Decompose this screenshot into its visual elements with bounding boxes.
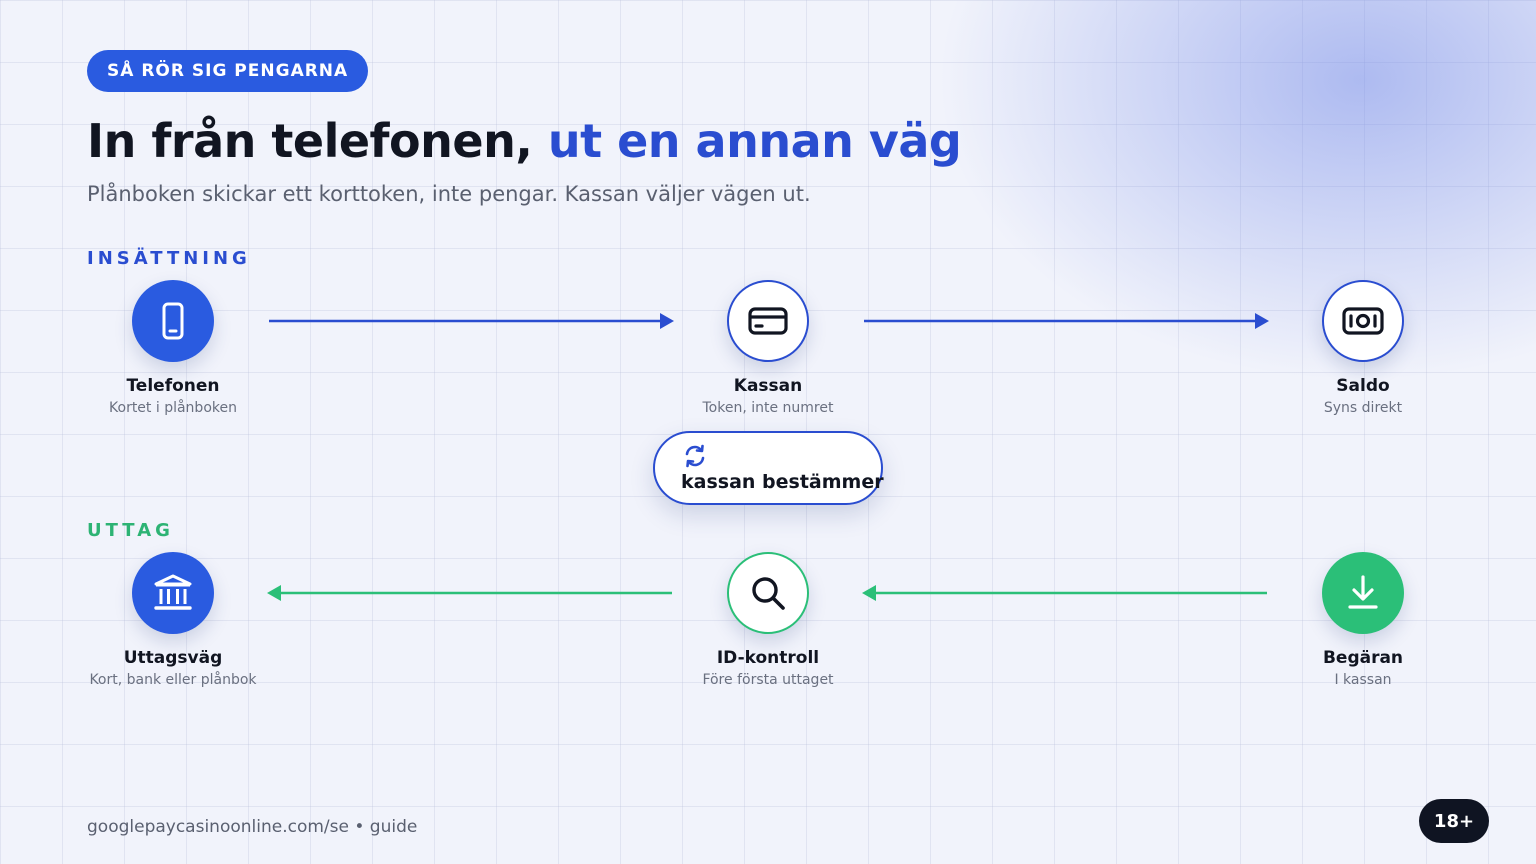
page-title: In från telefonen, ut en annan väg [87,114,962,168]
eyebrow-text: SÅ RÖR SIG PENGARNA [107,61,349,81]
phone-icon [162,302,184,340]
request-node-circle [1322,552,1404,634]
title-part-dark: In från telefonen, [87,114,548,168]
title-part-accent: ut en annan väg [547,114,962,168]
node-subtitle: Före första uttaget [702,672,834,688]
deposit-node-balance: Saldo Syns direkt [1233,280,1493,416]
decision-text: kassan bestämmer [681,471,884,493]
node-title: Uttagsväg [123,648,223,668]
cash-icon [1342,307,1384,335]
node-subtitle: Syns direkt [1323,400,1403,416]
node-subtitle: Kort, bank eller plånbok [89,672,257,688]
deposit-node-phone: Telefonen Kortet i plånboken [43,280,303,416]
checkout-node-circle [727,280,809,362]
deposit-arrow-2 [864,313,1269,329]
withdrawal-arrow-2 [267,585,672,601]
search-icon [752,577,785,610]
node-title: Telefonen [126,376,220,396]
withdrawal-node-request: Begäran I kassan [1233,552,1493,688]
id-check-node-circle [727,552,809,634]
page-subtitle: Plånboken skickar ett korttoken, inte pe… [87,182,811,206]
section-eyebrow-badge: SÅ RÖR SIG PENGARNA [87,50,369,92]
refresh-icon [685,444,705,468]
withdrawal-section-label: UTTAG [87,520,174,541]
deposit-section-label: INSÄTTNING [87,248,251,269]
withdrawal-arrow-1 [862,585,1267,601]
deposit-node-checkout: Kassan Token, inte numret [638,280,898,416]
withdrawal-node-id-check: ID-kontroll Före första uttaget [638,552,898,688]
footer-source: googlepaycasinoonline.com/se • guide [87,817,418,837]
node-title: Begäran [1322,648,1404,668]
age-limit-text: 18+ [1433,810,1475,832]
deposit-arrow-1 [269,313,674,329]
card-icon [748,307,788,335]
node-subtitle: Token, inte numret [702,400,834,416]
payout-method-node-circle [132,552,214,634]
node-subtitle: Kortet i plånboken [109,400,237,416]
bank-icon [154,574,192,610]
node-title: Kassan [733,376,803,396]
balance-node-circle [1322,280,1404,362]
node-title: Saldo [1336,376,1390,396]
download-icon [1348,575,1378,609]
withdrawal-node-payout-method: Uttagsväg Kort, bank eller plånbok [43,552,303,688]
decision-callout: kassan bestämmer [653,431,884,505]
age-limit-badge: 18+ [1419,799,1489,843]
node-title: ID-kontroll [716,648,820,668]
node-subtitle: I kassan [1334,672,1392,688]
phone-node-circle [132,280,214,362]
